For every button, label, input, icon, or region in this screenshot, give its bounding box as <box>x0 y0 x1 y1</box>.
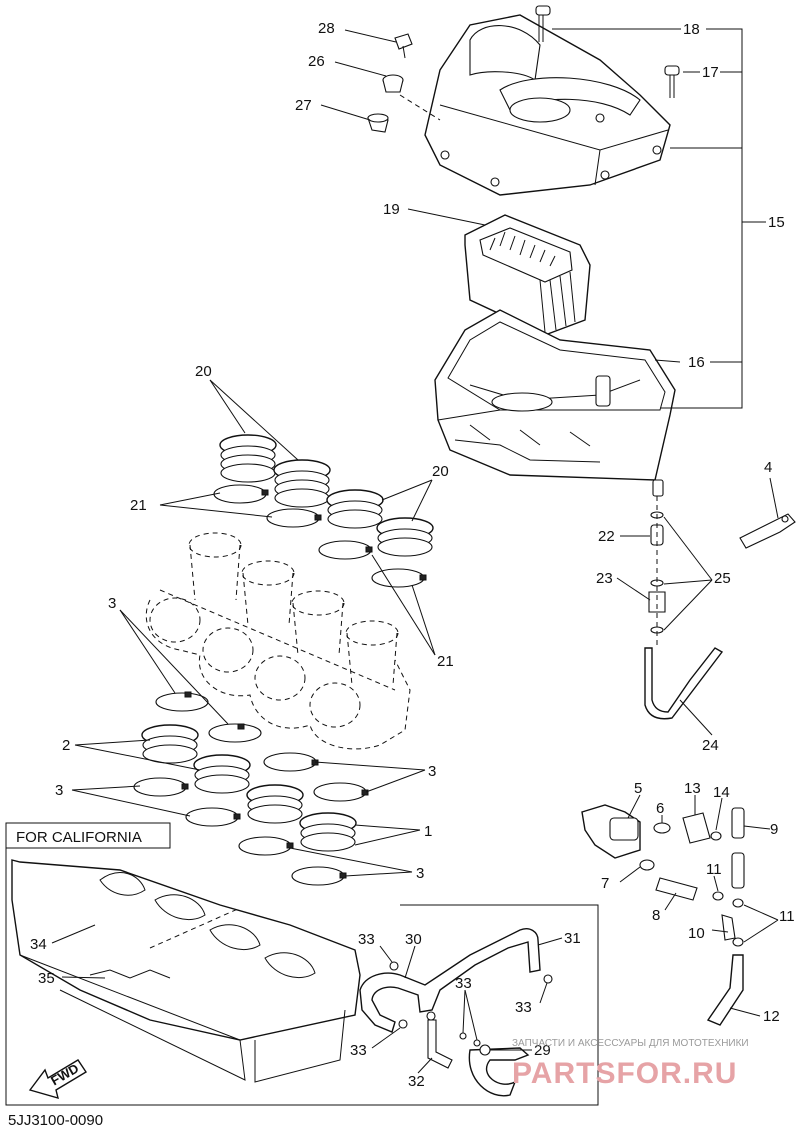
callout-26: 26 <box>308 53 325 70</box>
callout-10: 10 <box>688 925 705 942</box>
screw-18 <box>535 5 551 42</box>
callout-20-right: 20 <box>432 463 449 480</box>
cover-34-35 <box>11 859 361 1083</box>
hoses-29-33 <box>359 928 553 1097</box>
callout-7: 7 <box>601 875 609 892</box>
clamps-3-lower <box>133 752 369 886</box>
callout-5: 5 <box>634 780 642 797</box>
callout-23: 23 <box>596 570 613 587</box>
clamps-3-upper <box>155 691 262 743</box>
intake-boots-20 <box>219 434 434 557</box>
callout-11-a: 11 <box>706 861 722 878</box>
airbox-cover <box>424 14 671 196</box>
clamps-21 <box>213 484 427 588</box>
callout-34: 34 <box>30 936 47 953</box>
callout-4: 4 <box>764 459 772 476</box>
callout-3-d: 3 <box>416 865 424 882</box>
callout-27: 27 <box>295 97 312 114</box>
callout-21-right: 21 <box>437 653 454 670</box>
callout-29: 29 <box>534 1042 551 1059</box>
callout-18: 18 <box>683 21 700 38</box>
callout-30: 30 <box>405 931 422 948</box>
callout-1: 1 <box>424 823 432 840</box>
valve-group <box>581 804 745 1026</box>
callout-17: 17 <box>702 64 719 81</box>
drain-hose-assembly <box>644 496 724 720</box>
callout-33-a: 33 <box>358 931 375 948</box>
callout-20-left: 20 <box>195 363 212 380</box>
callout-8: 8 <box>652 907 660 924</box>
callout-21-left: 21 <box>130 497 147 514</box>
leader-lines <box>51 28 779 1074</box>
airbox-case <box>434 309 676 497</box>
collar-27 <box>367 113 389 133</box>
callout-32: 32 <box>408 1073 425 1090</box>
callout-24: 24 <box>702 737 719 754</box>
watermark: ЗАПЧАСТИ И АКСЕССУАРЫ ДЛЯ МОТОТЕХНИКИ PA… <box>512 1038 749 1090</box>
callout-22: 22 <box>598 528 615 545</box>
drawing-code: 5JJ3100-0090 <box>8 1112 103 1129</box>
bolt-28 <box>394 33 413 59</box>
carburetor-assembly <box>145 532 411 750</box>
callout-28: 28 <box>318 20 335 37</box>
callout-13: 13 <box>684 780 701 797</box>
callout-25: 25 <box>714 570 731 587</box>
callout-16: 16 <box>688 354 705 371</box>
callout-2: 2 <box>62 737 70 754</box>
callout-14: 14 <box>713 784 730 801</box>
watermark-tagline: ЗАПЧАСТИ И АКСЕССУАРЫ ДЛЯ МОТОТЕХНИКИ <box>512 1038 749 1049</box>
callout-33-c: 33 <box>515 999 532 1016</box>
fwd-arrow-icon: FWD <box>28 1059 87 1100</box>
callout-6: 6 <box>656 800 664 817</box>
screw-17 <box>664 65 680 98</box>
callout-9: 9 <box>770 821 778 838</box>
callout-11-b: 11 <box>779 908 795 925</box>
callout-35: 35 <box>38 970 55 987</box>
carb-joints-2 <box>141 724 357 852</box>
callout-31: 31 <box>564 930 581 947</box>
bracket-4 <box>739 513 796 549</box>
callout-3-c: 3 <box>55 782 63 799</box>
air-filter-element <box>464 214 591 336</box>
callout-33-d: 33 <box>350 1042 367 1059</box>
callout-33-b: 33 <box>455 975 472 992</box>
callout-19: 19 <box>383 201 400 218</box>
grommet-26 <box>382 74 404 93</box>
inset-title: FOR CALIFORNIA <box>16 829 142 846</box>
callout-12: 12 <box>763 1008 780 1025</box>
callout-15: 15 <box>768 214 785 231</box>
watermark-brand: PARTSFOR.RU <box>512 1057 737 1090</box>
callout-3-b: 3 <box>428 763 436 780</box>
california-inset <box>5 822 599 1106</box>
callout-3-a: 3 <box>108 595 116 612</box>
callout-labels: 28 26 27 18 17 15 19 16 20 20 21 21 3 2 … <box>8 20 795 1129</box>
